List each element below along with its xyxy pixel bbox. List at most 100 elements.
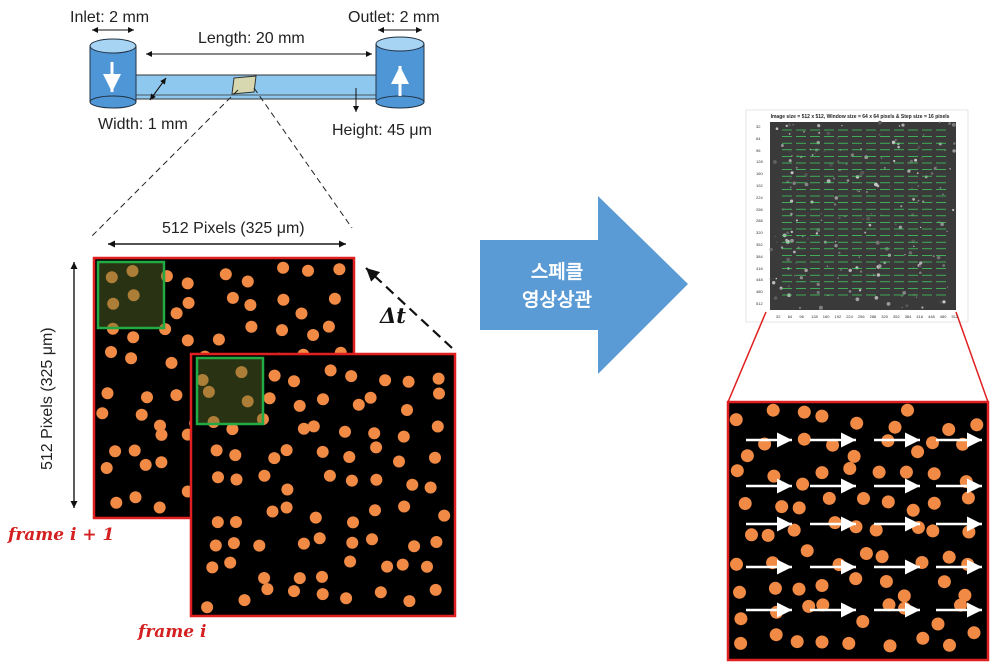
microfluidic-device [89,27,425,239]
piv-y-tick: 480 [756,289,763,295]
speckle [858,190,861,193]
particle [316,588,329,601]
speckle [833,203,837,206]
speckle [930,172,934,175]
particle [797,405,811,419]
speckle [786,257,791,262]
particle [266,505,279,518]
particle [141,391,153,404]
piv-x-tick: 256 [857,314,865,319]
particle [135,408,148,421]
frame-current-label: frame i [138,622,207,642]
speckle [780,144,784,147]
particle [927,467,941,481]
speckle [846,179,850,182]
speckle [787,285,790,288]
speckle [919,221,922,224]
particle [745,528,758,542]
speckle [858,256,860,258]
particle [268,452,281,465]
particle [826,438,840,452]
speckle [796,154,799,157]
particle [396,558,409,571]
particle [244,299,257,311]
particle [402,375,415,388]
particle [815,466,829,480]
speckle [811,154,814,156]
speckle [837,160,840,163]
particle [942,423,956,436]
speckle [810,200,814,204]
particle [107,297,120,310]
delta-t-arrow [365,267,453,349]
speckle [862,218,864,220]
speckle [834,196,839,200]
piv-y-tick: 288 [756,218,763,224]
zoom-line-right [253,87,353,229]
speckle [864,155,869,160]
speckle [905,304,909,308]
particle [790,635,804,649]
speckle [911,213,914,217]
speckle [795,219,798,222]
speckle [876,273,881,277]
particle [370,473,383,486]
particle [165,356,178,369]
particle [792,582,806,596]
particle [815,579,829,592]
particle [888,420,902,434]
particle [241,275,254,288]
speckle [814,152,816,155]
delta-t-label: Δt [380,303,406,328]
particle [859,547,873,560]
particle [307,420,320,433]
particle [961,557,975,571]
particle [211,516,224,529]
piv-x-tick: 160 [822,314,830,319]
speckle [870,213,872,215]
speckle [919,261,923,265]
particle [261,583,274,596]
particle [154,419,166,432]
speckle [785,124,788,127]
particle [761,528,775,542]
speckle [914,132,916,135]
speckle [942,193,944,195]
speckle [874,296,879,300]
speckle [895,139,897,141]
speckle [773,296,778,300]
particle [206,561,219,574]
speckle [925,173,929,176]
particle [738,497,752,510]
particle [316,570,328,583]
particle [733,585,746,599]
speckle [933,179,935,181]
particle [155,456,168,469]
particle [815,409,829,423]
particle [875,550,889,564]
speckle [953,142,956,145]
speckle [919,226,922,229]
particle [226,291,239,304]
particle [229,449,242,462]
particle [942,550,956,564]
particle [235,366,248,379]
particle [962,525,976,539]
speckle [930,200,935,204]
speckle [938,121,941,123]
speckle [815,232,819,235]
speckle [789,150,791,153]
particle [847,449,861,463]
speckle [795,166,798,169]
speckle [878,133,881,136]
speckle [797,216,800,219]
speckle [864,231,867,234]
piv-x-tick: 512 [951,314,959,319]
particle [366,533,378,546]
particle [849,572,863,586]
speckle [856,189,859,192]
particle [323,469,336,482]
piv-y-tick: 416 [756,265,763,271]
speckle [913,245,915,248]
particle [230,516,242,528]
